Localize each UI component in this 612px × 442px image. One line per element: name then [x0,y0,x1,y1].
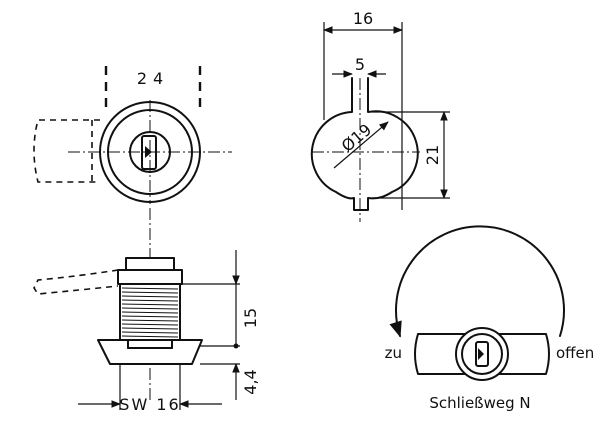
dim-length: 15 [241,308,260,328]
label-open: offen [556,344,594,362]
thread-line [121,315,179,318]
thread-line [121,287,179,290]
dim-height: 21 [423,145,442,165]
thread-line [121,323,179,326]
thread-line [121,311,179,314]
front-view: 24 [33,66,232,204]
thread-line [121,319,179,322]
dim-spacing: 24 [137,69,169,88]
thread-line [121,327,179,330]
cam-outline-dashed [33,119,100,183]
thread-line [121,295,179,298]
flange [97,339,203,365]
thread-line [121,303,179,306]
dim-flange: 4,4 [241,369,260,394]
thread-line [121,335,179,338]
thread-line [121,307,179,310]
thread-line [121,299,179,302]
dim-top-width: 16 [353,9,373,28]
rotation-diagram: zu offen Schließweg N [385,225,594,412]
dim-wrench-size: SW 16 [119,395,180,414]
thread-line [121,331,179,334]
cutout-outline [310,77,419,211]
rotation-keyway [475,341,489,367]
dim-slot-width: 5 [355,55,365,74]
label-close: zu [385,344,402,362]
rotation-arc [389,225,565,338]
cutout-view: 16 5 Ø19 21 [310,9,450,222]
dim-diameter: Ø19 [338,120,375,156]
side-view: SW 16 15 4,4 [33,208,260,414]
thread-line [121,291,179,294]
caption-locking-path: Schließweg N [429,394,530,412]
